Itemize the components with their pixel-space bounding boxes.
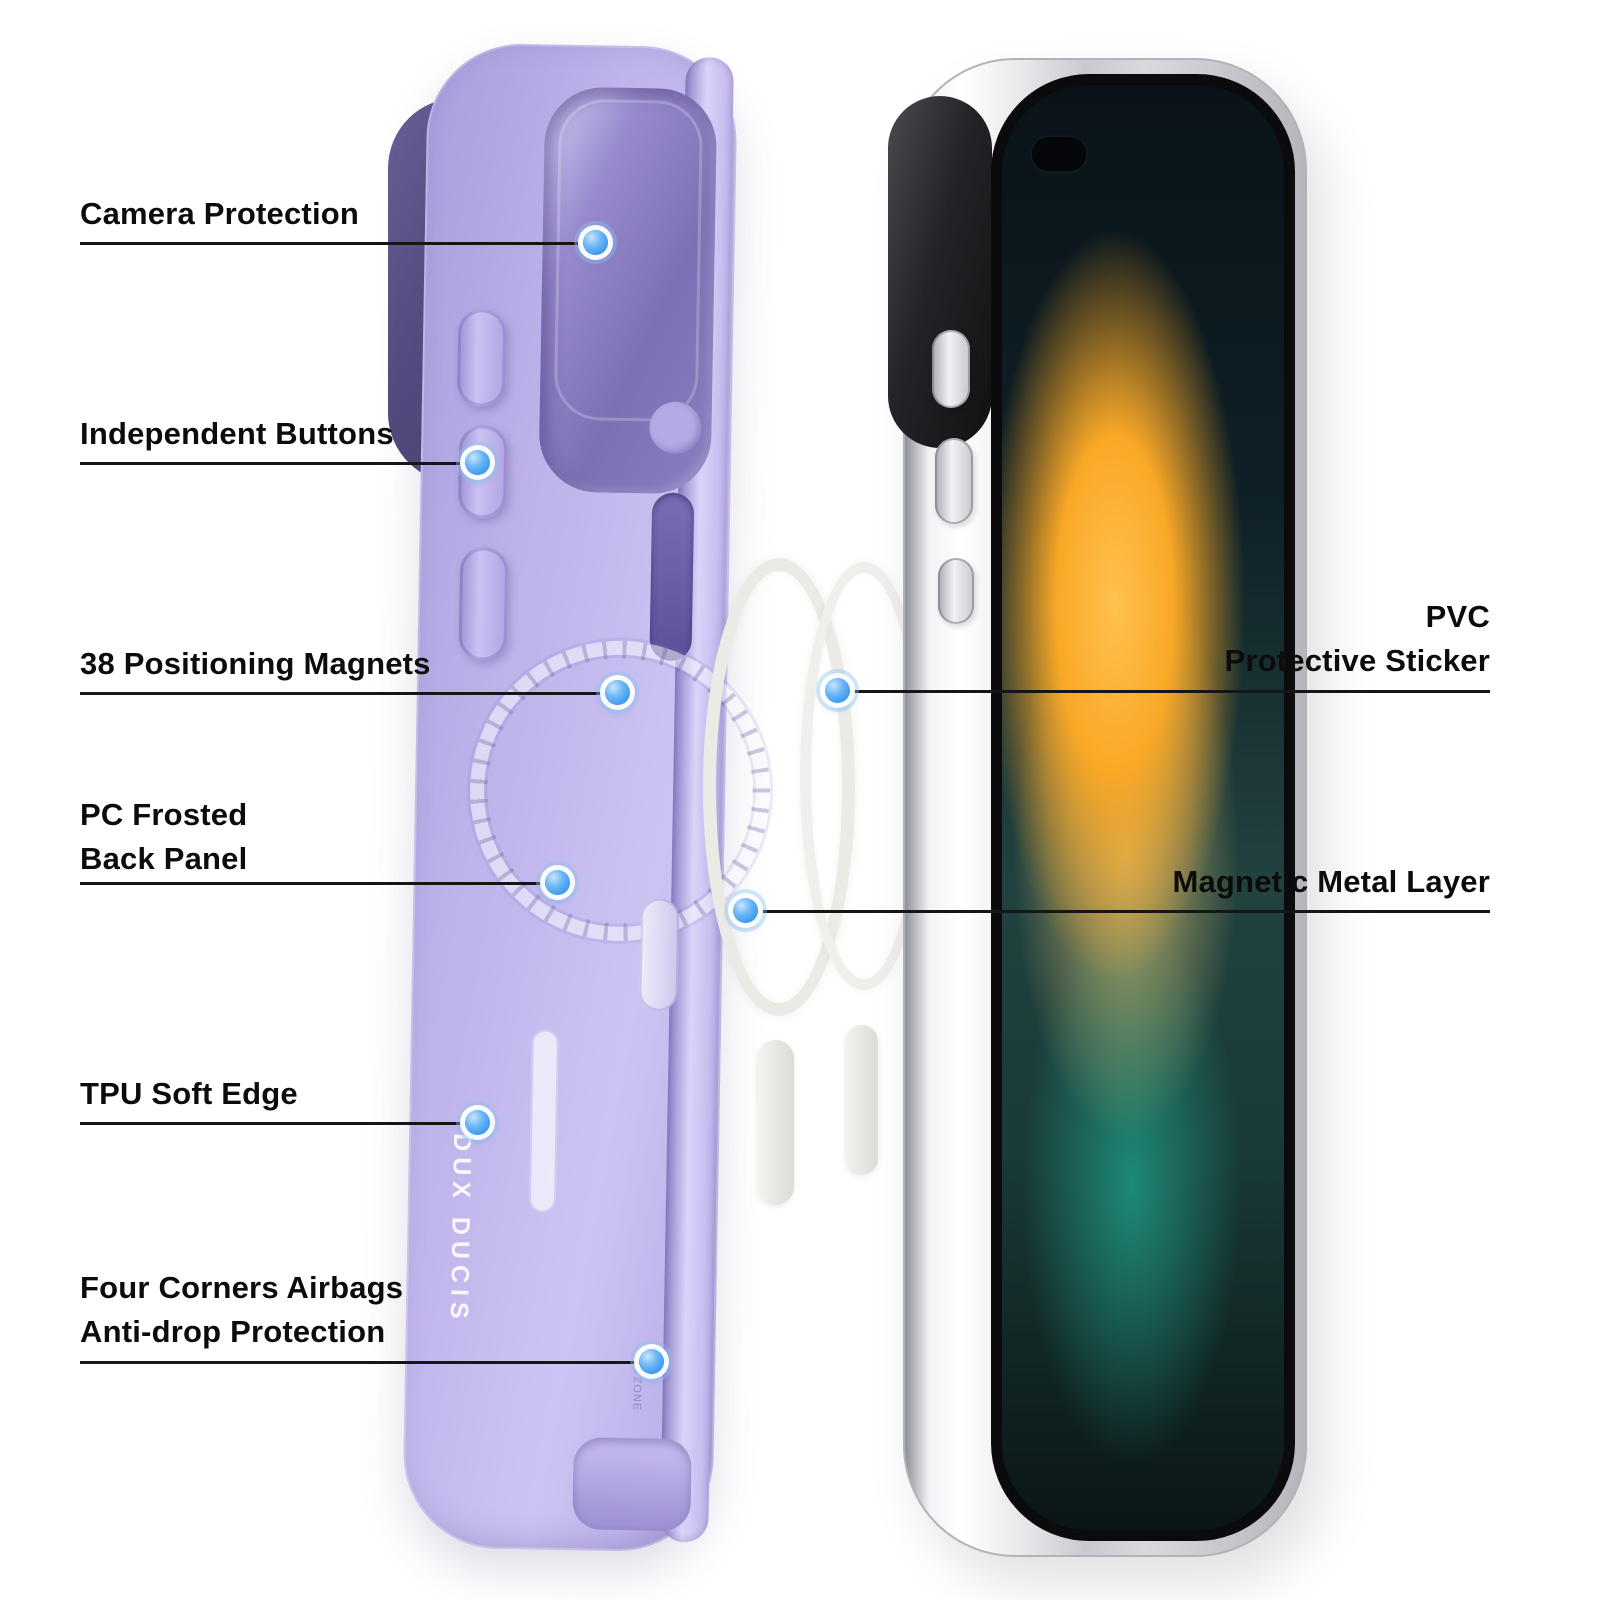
iphone-action-button xyxy=(932,330,970,408)
magnet-alignment-strip-2 xyxy=(845,1025,878,1175)
callout-dot-pvc-protective-sticker xyxy=(825,678,850,703)
camera-cutout xyxy=(538,86,718,495)
callout-dot-pc-frosted-back-panel xyxy=(545,870,570,895)
camera-cutout-ridge xyxy=(553,98,704,423)
callout-line-pvc-protective-sticker xyxy=(838,690,1490,693)
callout-label-magnetic-metal-layer: Magnetic Metal Layer xyxy=(1172,864,1490,899)
callout-label-camera-protection: Camera Protection xyxy=(80,196,360,231)
callout-line-four-corners-airbags xyxy=(80,1361,653,1364)
callout-dot-camera-protection xyxy=(583,230,608,255)
callout-label-tpu-soft-edge: TPU Soft Edge xyxy=(80,1076,298,1111)
case-side-key-slot xyxy=(649,492,695,662)
dynamic-island xyxy=(1032,137,1086,171)
iphone-screen xyxy=(991,74,1295,1541)
iphone-volume-down-button xyxy=(938,558,974,624)
case-side-opening xyxy=(528,1029,559,1213)
callout-line-tpu-soft-edge xyxy=(80,1122,479,1125)
callout-dot-tpu-soft-edge xyxy=(465,1110,490,1135)
callout-label-independent-buttons: Independent Buttons xyxy=(80,416,394,451)
case-volume-down-button xyxy=(458,547,509,661)
case-action-button xyxy=(456,308,507,407)
phone-case: DUX DUCIS YZONE xyxy=(401,42,773,1553)
callout-label-positioning-magnets: 38 Positioning Magnets xyxy=(80,646,431,681)
magnet-alignment-strip-1 xyxy=(757,1040,794,1205)
callout-dot-positioning-magnets xyxy=(605,680,630,705)
case-bottom-cutout xyxy=(572,1437,692,1532)
callout-line-magnetic-metal-layer xyxy=(746,910,1490,913)
callout-label-pc-frosted-back-panel: PC Frosted Back Panel xyxy=(80,797,248,876)
iphone xyxy=(888,58,1307,1557)
callout-line-pc-frosted-back-panel xyxy=(80,882,559,885)
magsafe-alignment-slot xyxy=(639,898,680,1011)
camera-cutout-notch xyxy=(649,401,702,455)
callout-label-pvc-protective-sticker: PVC Protective Sticker xyxy=(1224,599,1490,678)
callout-dot-four-corners-airbags xyxy=(639,1349,664,1374)
callout-label-four-corners-airbags: Four Corners Airbags Anti-drop Protectio… xyxy=(80,1270,404,1349)
callout-line-independent-buttons xyxy=(80,462,479,465)
callout-line-positioning-magnets xyxy=(80,692,619,695)
iphone-volume-up-button xyxy=(935,438,973,524)
callout-line-camera-protection xyxy=(80,242,597,245)
callout-dot-magnetic-metal-layer xyxy=(733,898,758,923)
case-small-print: YZONE xyxy=(630,1368,644,1412)
callout-dot-independent-buttons xyxy=(465,450,490,475)
